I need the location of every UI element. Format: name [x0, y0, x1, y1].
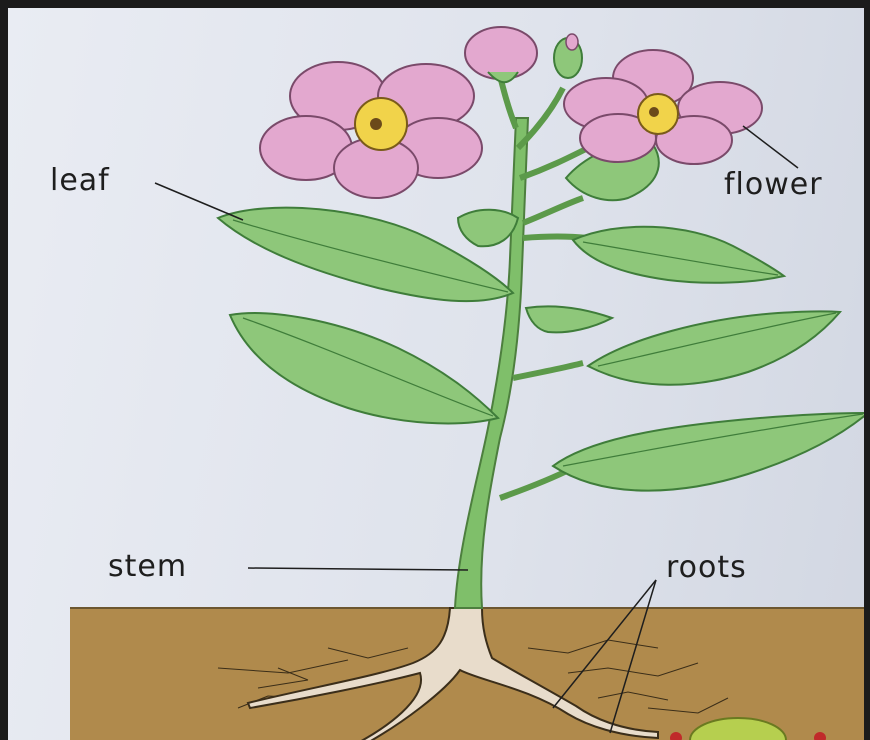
flower-left: [260, 62, 482, 198]
flower-buds: [465, 27, 582, 82]
flower-pointer: [743, 126, 798, 168]
stem-label: stem: [108, 552, 187, 582]
leaf-small-stem: [458, 210, 518, 247]
stem: [455, 118, 528, 608]
leaf-small-right: [526, 306, 612, 332]
leaf-middle-right: [588, 311, 840, 384]
leaf-pointer: [155, 183, 243, 220]
plant-illustration: [8, 8, 864, 740]
roots-label: roots: [666, 553, 747, 583]
leaf-lower-right: [553, 413, 864, 491]
stem-pointer: [248, 568, 468, 570]
plant-diagram: leaf flower stem roots: [8, 8, 864, 740]
flower-right: [564, 50, 762, 164]
flower-label: flower: [724, 170, 823, 200]
leaf-middle-left: [230, 313, 498, 423]
leaf-label: leaf: [50, 166, 110, 196]
leaf-upper-right: [573, 227, 784, 283]
